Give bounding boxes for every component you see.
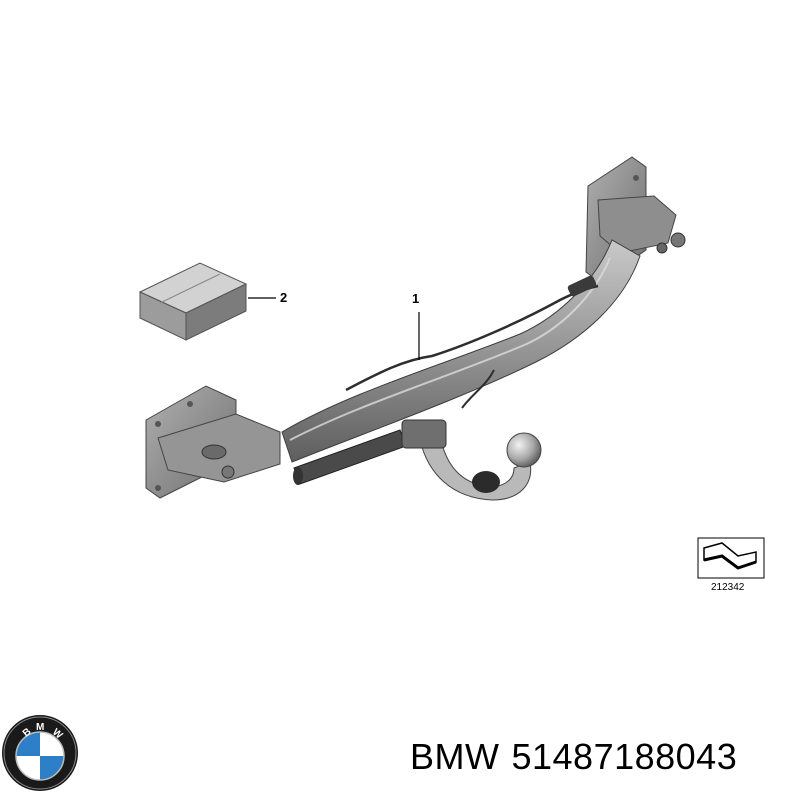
wiring-harness bbox=[345, 275, 599, 409]
left-mounting-plate bbox=[145, 385, 281, 499]
part-caption: BMW 51487188043 bbox=[410, 736, 737, 778]
reference-stamp-box bbox=[697, 537, 765, 579]
svg-text:M: M bbox=[36, 722, 44, 733]
bmw-roundel-icon: B M W bbox=[2, 715, 78, 791]
callout-number-2: 2 bbox=[280, 290, 288, 305]
part-number: 51487188043 bbox=[511, 736, 738, 777]
brand-name: BMW bbox=[410, 736, 500, 777]
callout-number-1: 1 bbox=[412, 291, 420, 306]
cross-beam bbox=[281, 239, 641, 463]
reference-code: 212342 bbox=[711, 582, 745, 593]
tow-ball-assembly bbox=[401, 419, 542, 501]
module-box bbox=[138, 262, 248, 341]
